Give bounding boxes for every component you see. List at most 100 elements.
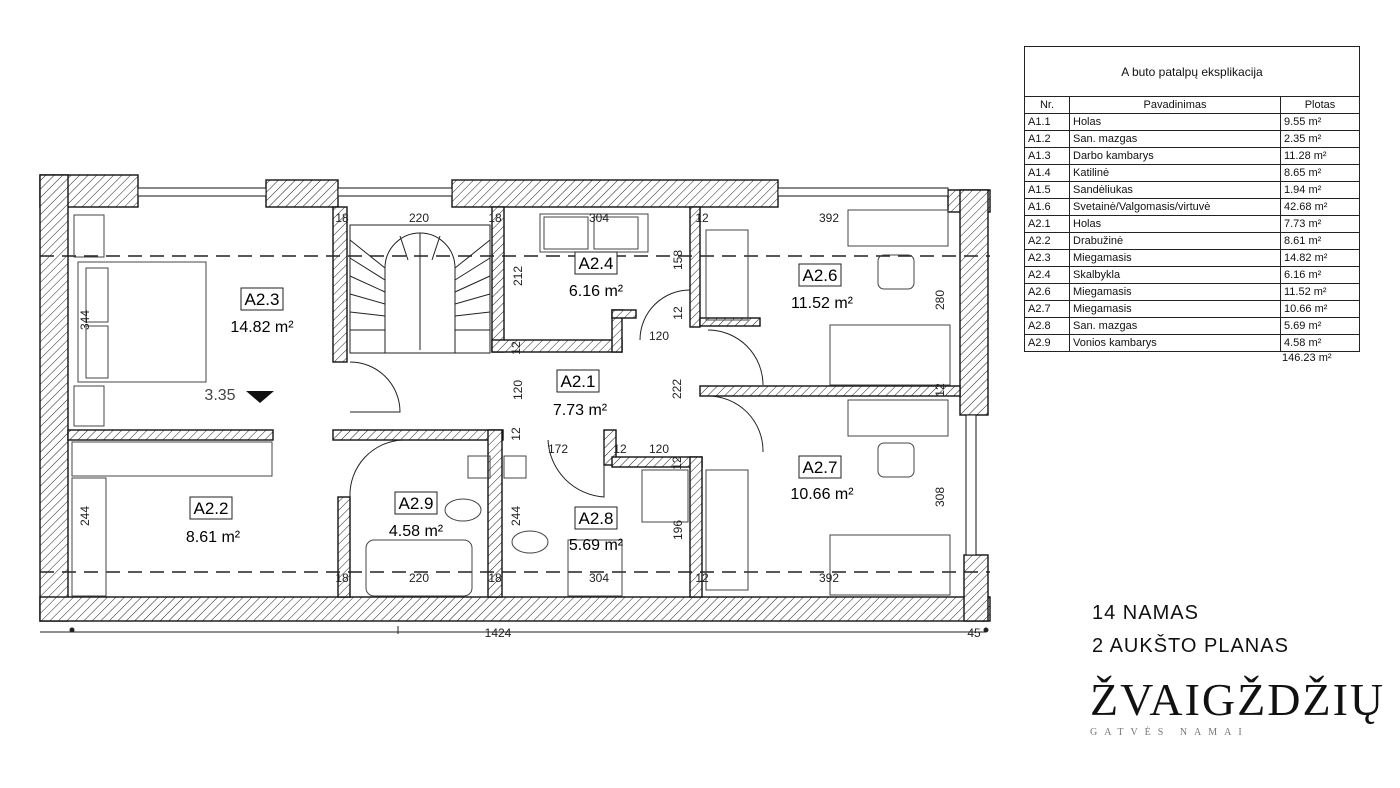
cell-nr: A2.6 [1025, 283, 1070, 301]
cell-area: 10.66 m² [1280, 300, 1359, 318]
house-title: 14 NAMAS [1092, 602, 1199, 624]
header-nr: Nr. [1025, 97, 1070, 114]
dimension: 18 [488, 571, 502, 585]
dimension: 45 [967, 626, 981, 640]
dimension: 12 [695, 211, 709, 225]
room-area: 4.58 m² [389, 523, 444, 540]
cell-nr: A2.3 [1025, 249, 1070, 267]
floor-title: 2 AUKŠTO PLANAS [1092, 635, 1289, 657]
door-swings [349, 289, 764, 498]
dimension: 120 [649, 329, 669, 343]
room-area: 6.16 m² [569, 283, 624, 300]
floor-plan: A2.3 14.82 m² A2.4 6.16 m² A2.6 11.52 m²… [39, 174, 991, 640]
cell-area: 11.28 m² [1280, 147, 1359, 165]
dimension: 244 [78, 506, 92, 526]
roof-lines [40, 255, 990, 573]
cell-area: 5.69 m² [1280, 317, 1359, 335]
dimension: 222 [670, 379, 684, 399]
header-name: Pavadinimas [1069, 97, 1281, 114]
cell-name: San. mazgas [1069, 317, 1281, 335]
schedule-caption: A buto patalpų eksplikacija [1025, 47, 1359, 97]
dimension: 244 [509, 506, 523, 526]
room-id: A2.8 [579, 509, 614, 528]
cell-name: Drabužinė [1069, 232, 1281, 250]
cell-name: Vonios kambarys [1069, 334, 1281, 351]
logo-subtitle: GATVĖS NAMAI [1090, 727, 1249, 738]
interior-walls [67, 206, 961, 598]
cell-nr: A2.2 [1025, 232, 1070, 250]
cell-area: 4.58 m² [1280, 334, 1359, 351]
cell-nr: A1.4 [1025, 164, 1070, 182]
dimension: 304 [589, 211, 609, 225]
cell-area: 11.52 m² [1280, 283, 1359, 301]
level-triangle-icon [246, 391, 274, 403]
overall-dimension-line [40, 626, 989, 634]
room-area: 7.73 m² [553, 402, 608, 419]
cell-name: Miegamasis [1069, 283, 1281, 301]
cell-area: 8.61 m² [1280, 232, 1359, 250]
cell-name: Miegamasis [1069, 300, 1281, 318]
level-marker: 3.35 [204, 387, 274, 404]
dimension: 18 [488, 211, 502, 225]
room-labels: A2.3 14.82 m² A2.4 6.16 m² A2.6 11.52 m²… [186, 251, 854, 554]
room-id: A2.6 [803, 266, 838, 285]
dimension: 12 [933, 383, 947, 397]
dimension: 308 [933, 487, 947, 507]
cell-name: Holas [1069, 113, 1281, 131]
room-id: A2.1 [561, 372, 596, 391]
cell-area: 7.73 m² [1280, 215, 1359, 233]
room-area: 11.52 m² [791, 295, 854, 312]
room-schedule: A buto patalpų eksplikacija Nr. Pavadini… [1024, 46, 1360, 352]
logo-wordmark: ŽVAIGŽDŽIŲ [1090, 674, 1386, 725]
cell-name: Katilinė [1069, 164, 1281, 182]
staircase [349, 224, 491, 354]
dimension: 220 [409, 571, 429, 585]
dimension: 120 [511, 380, 525, 400]
dimension: 220 [409, 211, 429, 225]
dimension: 1424 [485, 626, 512, 640]
cell-nr: A2.8 [1025, 317, 1070, 335]
exterior-walls [39, 174, 991, 622]
cell-name: San. mazgas [1069, 130, 1281, 148]
table-header-row: Nr. Pavadinimas Plotas [1025, 97, 1359, 114]
dimension: 304 [589, 571, 609, 585]
cell-area: 1.94 m² [1280, 181, 1359, 199]
dimension: 392 [819, 571, 839, 585]
dimension: 12 [671, 306, 685, 320]
cell-nr: A2.4 [1025, 266, 1070, 284]
cell-nr: A1.1 [1025, 113, 1070, 131]
level-value: 3.35 [204, 387, 235, 404]
header-area: Plotas [1304, 98, 1336, 111]
room-id: A2.2 [194, 499, 229, 518]
cell-name: Darbo kambarys [1069, 147, 1281, 165]
cell-nr: A1.2 [1025, 130, 1070, 148]
room-area: 5.69 m² [569, 537, 624, 554]
dimension: 18 [335, 211, 349, 225]
dimension: 12 [613, 442, 627, 456]
cell-nr: A1.3 [1025, 147, 1070, 165]
room-id: A2.3 [245, 290, 280, 309]
dimension: 196 [671, 520, 685, 540]
dimension: 18 [335, 571, 349, 585]
schedule-total: 146.23 m² [1282, 352, 1332, 364]
dimension: 392 [819, 211, 839, 225]
cell-nr: A2.9 [1025, 334, 1070, 351]
dimension: 158 [671, 250, 685, 270]
cell-area: 6.16 m² [1280, 266, 1359, 284]
cell-nr: A1.6 [1025, 198, 1070, 216]
cell-nr: A2.1 [1025, 215, 1070, 233]
